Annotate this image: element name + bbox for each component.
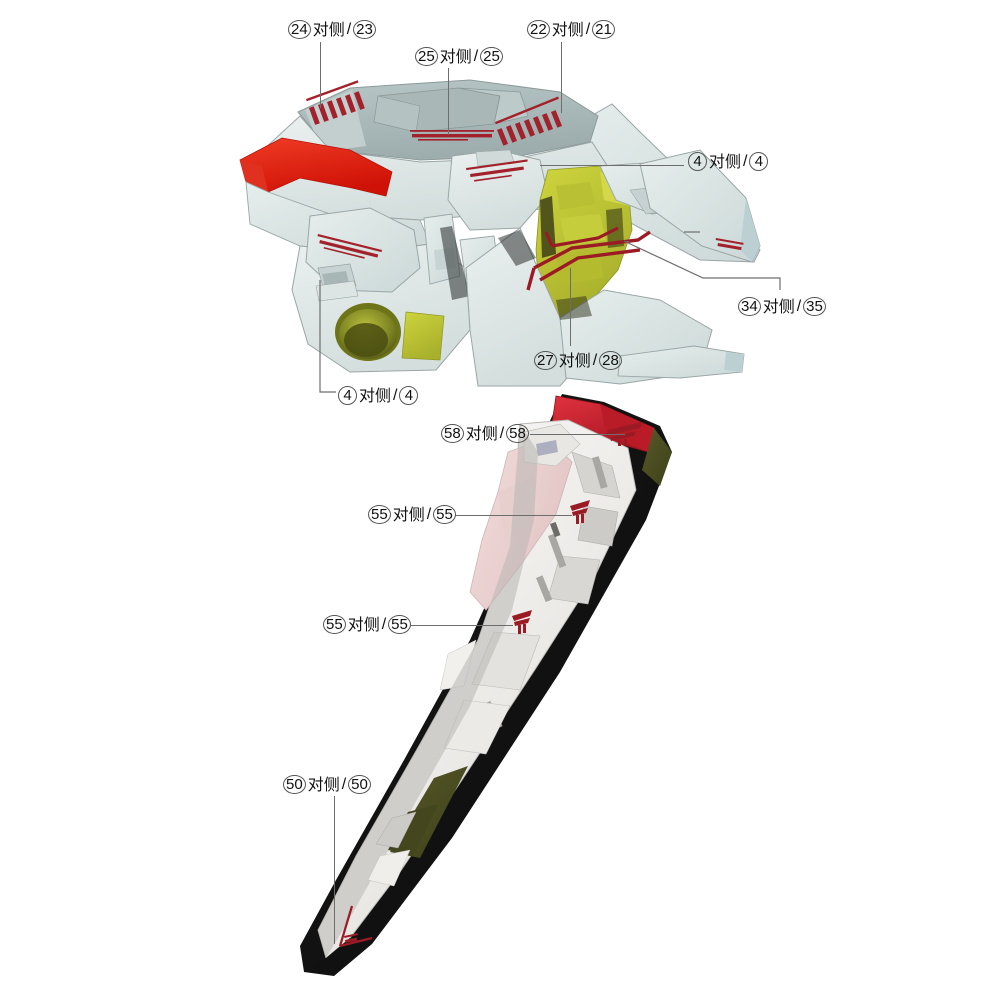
callout-55-55-lower[interactable]: 55 对侧 / 55: [323, 615, 411, 634]
callout-22-21[interactable]: 22 对侧 / 21: [527, 20, 615, 39]
callout-cjk-text: 对侧: [762, 296, 795, 316]
leader-line-22: [561, 42, 563, 113]
callout-slash: /: [592, 351, 598, 369]
callout-cjk-text: 对侧: [439, 46, 472, 66]
callout-24-23[interactable]: 24 对侧 / 23: [288, 20, 376, 39]
callout-left-number: 27: [534, 351, 557, 370]
callout-4-4-lower[interactable]: 4 对侧 / 4: [338, 385, 419, 405]
callout-right-number: 21: [592, 20, 615, 39]
decal-warning-center: [466, 159, 528, 182]
callout-slash: /: [743, 152, 748, 170]
callout-slash: /: [585, 20, 591, 38]
callout-left-number: 55: [368, 505, 391, 524]
callout-left-number: 34: [738, 297, 761, 316]
callout-right-number: 28: [599, 351, 622, 370]
callout-55-55-upper[interactable]: 55 对侧 / 55: [368, 505, 456, 524]
callout-right-number: 23: [353, 20, 376, 39]
leader-line-34-seg1: [625, 241, 629, 243]
callout-right-number: 50: [348, 775, 371, 794]
callout-58-58[interactable]: 58 对侧 / 58: [441, 424, 529, 443]
leader-line-24: [320, 42, 322, 108]
leader-line-50: [334, 796, 336, 944]
decal-hatch-right: [494, 96, 563, 146]
callout-slash: /: [499, 424, 505, 442]
callout-right-number: 58: [506, 424, 529, 443]
callout-cjk-text: 对侧: [709, 151, 742, 171]
decal-top-58: [606, 422, 642, 446]
callout-cjk-text: 对侧: [551, 19, 584, 39]
callout-left-number: 22: [527, 20, 550, 39]
callout-right-number: 4: [399, 386, 419, 405]
callout-right-number: 25: [480, 47, 503, 66]
callout-cjk-text: 对侧: [465, 423, 498, 443]
decal-warning-left-plate: [317, 234, 383, 259]
callout-cjk-text: 对侧: [558, 350, 591, 370]
lower-model-group: [300, 394, 672, 976]
decal-tip-lower-mark: [344, 933, 359, 943]
callout-left-number: 4: [688, 152, 707, 171]
callout-right-number: 4: [749, 152, 769, 171]
callout-left-number: 50: [283, 775, 306, 794]
leader-line-55a: [455, 515, 572, 517]
callout-cjk-text: 对侧: [347, 614, 380, 634]
callout-cjk-text: 对侧: [312, 19, 345, 39]
callout-right-number: 35: [803, 297, 826, 316]
callout-right-number: 55: [433, 505, 456, 524]
leader-line-55b: [410, 625, 513, 627]
callout-cjk-text: 对侧: [392, 504, 425, 524]
callout-left-number: 25: [415, 47, 438, 66]
decal-caution-center: [410, 130, 494, 141]
callout-slash: /: [381, 615, 387, 633]
decal-chevron-red: [526, 226, 651, 291]
upper-model-group: [239, 79, 761, 387]
callout-4-4-upper[interactable]: 4 对侧 / 4: [688, 151, 769, 171]
decal-emblem-upper: [570, 500, 590, 524]
callout-25-25[interactable]: 25 对侧 / 25: [415, 47, 503, 66]
callout-27-28[interactable]: 27 对侧 / 28: [534, 351, 622, 370]
callout-slash: /: [346, 20, 352, 38]
callout-slash: /: [796, 297, 802, 315]
decal-tip-right: [715, 238, 744, 251]
callout-slash: /: [473, 47, 479, 65]
callout-slash: /: [393, 386, 398, 404]
callout-left-number: 55: [323, 615, 346, 634]
callout-left-number: 24: [288, 20, 311, 39]
callout-slash: /: [426, 505, 432, 523]
callout-cjk-text: 对侧: [307, 774, 340, 794]
callout-50-50[interactable]: 50 对侧 / 50: [283, 775, 371, 794]
leader-line-25: [448, 68, 450, 135]
callout-34-35[interactable]: 34 对侧 / 35: [738, 297, 826, 316]
leader-line-58: [530, 434, 625, 436]
leader-line-27: [570, 268, 572, 346]
callout-right-number: 55: [388, 615, 411, 634]
callout-left-number: 58: [441, 424, 464, 443]
decal-tip-lower: [338, 905, 373, 948]
leader-line-4a: [540, 165, 684, 167]
callout-left-number: 4: [338, 386, 357, 405]
callout-slash: /: [341, 775, 347, 793]
callout-cjk-text: 对侧: [359, 385, 392, 405]
decal-emblem-lower: [512, 610, 532, 634]
